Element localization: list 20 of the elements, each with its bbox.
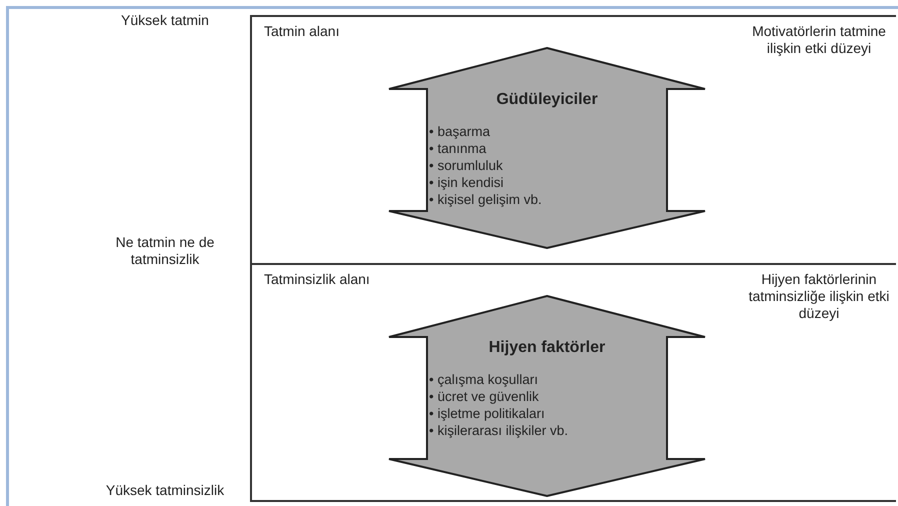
arrow-heading: Hijyen faktörler [488, 339, 606, 357]
list-item: • başarma [429, 123, 492, 140]
scale-label: Yüksek tatminsizlik [104, 482, 226, 499]
list-item: • çalışma koşulları [429, 371, 540, 388]
area-panel [250, 15, 896, 265]
list-item: • kişisel gelişim vb. [429, 191, 543, 208]
level-note: Motivatörlerin tatmine ilişkin etki düzeyi [751, 23, 887, 57]
list-item: • kişilerarası ilişkiler vb. [429, 422, 570, 439]
area-title: Tatminsizlik alanı [264, 271, 370, 287]
list-item: • işin kendisi [429, 174, 505, 191]
area-panel [250, 263, 896, 502]
area-title: Tatmin alanı [264, 23, 340, 39]
list-item: • ücret ve güvenlik [429, 388, 540, 405]
level-note: Hijyen faktörlerinin tatminsizliğe ilişkin etki düzeyi [748, 271, 890, 322]
list-item: • tanınma [429, 140, 488, 157]
list-item: • işletme politikaları [429, 405, 546, 422]
list-item: • sorumluluk [429, 157, 504, 174]
arrow-heading: Güdüleyiciler [495, 91, 599, 109]
scale-label: Ne tatmin ne de tatminsizlik [114, 234, 216, 268]
scale-label: Yüksek tatmin [120, 12, 210, 29]
